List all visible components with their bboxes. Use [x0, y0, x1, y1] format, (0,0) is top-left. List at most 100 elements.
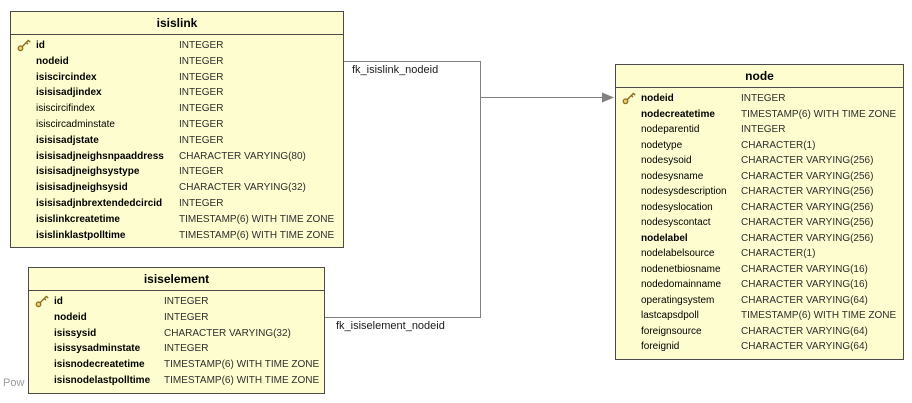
column-name: isissysadminstate [54, 343, 141, 355]
column-name: isisnodecreatetime [54, 359, 145, 371]
key-slot [622, 154, 637, 167]
column-name: nodelabel [641, 232, 688, 244]
key-slot [17, 86, 32, 99]
column-type: TIMESTAMP(6) WITH TIME ZONE [741, 310, 897, 321]
table-row: isisisadjstate INTEGER [11, 133, 343, 149]
column-type: CHARACTER VARYING(64) [741, 325, 868, 337]
key-slot [622, 309, 637, 322]
column-name: isislinklastpolltime [36, 229, 126, 241]
key-slot [17, 71, 32, 84]
column-name: nodeid [641, 93, 674, 104]
column-name: nodeid [36, 55, 69, 67]
table-row: nodelabelsource CHARACTER(1) [616, 246, 903, 262]
table-columns: nodeid INTEGER nodecreatetime TIMESTAMP(… [616, 88, 903, 359]
column-name: isisisadjneighsysid [36, 182, 128, 194]
key-slot [622, 232, 637, 245]
table-row: isisnodecreatetime TIMESTAMP(6) WITH TIM… [29, 357, 324, 373]
table-row: isisisadjneighsnpaaddress CHARACTER VARY… [11, 149, 343, 165]
table-row: nodesysoid CHARACTER VARYING(256) [616, 153, 903, 169]
table-row: isislinkcreatetime TIMESTAMP(6) WITH TIM… [11, 212, 343, 228]
table-row: nodeid INTEGER [29, 310, 324, 326]
key-slot [17, 134, 32, 147]
table-row: nodeparentid INTEGER [616, 122, 903, 138]
fk-isislink-nodeid-line [344, 61, 481, 98]
table-row: id INTEGER [11, 38, 343, 54]
column-name: nodesysdescription [641, 186, 727, 197]
table-node[interactable]: node nodeid INTEGER nodecreatetime TIMES… [615, 64, 904, 360]
fk-isiselement-nodeid-line [325, 97, 481, 318]
column-type: INTEGER [179, 71, 224, 83]
column-type: TIMESTAMP(6) WITH TIME ZONE [164, 374, 320, 386]
column-name: operatingsystem [641, 294, 715, 306]
arrowhead-icon [602, 92, 614, 103]
column-type: CHARACTER VARYING(256) [741, 201, 874, 213]
table-row: nodelabel CHARACTER VARYING(256) [616, 231, 903, 247]
column-name: isislinkcreatetime [36, 213, 120, 225]
column-name: isissysid [54, 327, 97, 339]
key-slot [35, 327, 50, 340]
table-isislink[interactable]: isislink id INTEGER nodeid INTEGER isisc… [10, 11, 344, 249]
column-name: foreignsource [641, 325, 702, 337]
table-columns: id INTEGER nodeid INTEGER isiscircindex … [11, 35, 343, 247]
key-slot [17, 102, 32, 115]
column-type: CHARACTER VARYING(80) [179, 150, 306, 162]
table-row: nodeid INTEGER [11, 54, 343, 70]
key-slot [35, 374, 50, 387]
table-row: isiscircadminstate INTEGER [11, 117, 343, 133]
column-type: INTEGER [179, 103, 224, 115]
key-slot [622, 263, 637, 276]
column-type: CHARACTER VARYING(256) [741, 217, 874, 228]
column-name: nodesyscontact [641, 217, 711, 228]
column-name: foreignid [641, 341, 680, 352]
key-slot [17, 165, 32, 178]
key-slot [622, 216, 637, 229]
table-row: isisisadjneighsysid CHARACTER VARYING(32… [11, 180, 343, 196]
table-row: nodenetbiosname CHARACTER VARYING(16) [616, 262, 903, 278]
column-name: lastcapsdpoll [641, 310, 699, 321]
column-type: INTEGER [164, 343, 209, 355]
column-type: CHARACTER VARYING(256) [741, 186, 874, 197]
column-type: INTEGER [741, 124, 786, 135]
table-isiselement[interactable]: isiselement id INTEGER nodeid INTEGER is… [28, 267, 325, 394]
column-type: TIMESTAMP(6) WITH TIME ZONE [179, 213, 335, 225]
table-row: foreignsource CHARACTER VARYING(64) [616, 324, 903, 340]
table-row: operatingsystem CHARACTER VARYING(64) [616, 293, 903, 309]
column-name: isiscircadminstate [36, 118, 115, 130]
column-name: nodeid [54, 311, 87, 323]
table-row: lastcapsdpoll TIMESTAMP(6) WITH TIME ZON… [616, 308, 903, 324]
table-row: isisisadjneighsystype INTEGER [11, 164, 343, 180]
column-type: CHARACTER VARYING(256) [741, 232, 874, 244]
table-row: nodedomainname CHARACTER VARYING(16) [616, 277, 903, 293]
column-name: isisisadjneighsystype [36, 166, 140, 178]
column-name: nodesysoid [641, 155, 692, 166]
table-row: isiscircifindex INTEGER [11, 101, 343, 117]
column-type: INTEGER [179, 197, 224, 209]
column-type: INTEGER [179, 40, 224, 51]
column-type: INTEGER [179, 166, 224, 178]
key-slot [17, 39, 32, 52]
key-slot [17, 213, 32, 226]
column-name: nodesysname [641, 170, 704, 182]
column-type: INTEGER [164, 296, 209, 307]
key-slot [622, 294, 637, 307]
key-slot [622, 201, 637, 214]
column-name: nodenetbiosname [641, 263, 721, 275]
table-row: nodetype CHARACTER(1) [616, 138, 903, 154]
column-name: nodeparentid [641, 124, 700, 135]
key-slot [35, 358, 50, 371]
column-type: CHARACTER VARYING(16) [741, 263, 868, 275]
key-slot [17, 181, 32, 194]
key-slot [35, 311, 50, 324]
key-slot [622, 92, 637, 105]
column-name: nodelabelsource [641, 248, 715, 259]
column-type: CHARACTER VARYING(64) [741, 294, 868, 306]
table-row: isislinklastpolltime TIMESTAMP(6) WITH T… [11, 228, 343, 244]
table-title: isislink [11, 12, 343, 35]
column-name: id [54, 296, 63, 307]
column-type: CHARACTER VARYING(256) [741, 170, 874, 182]
column-type: CHARACTER VARYING(256) [741, 155, 874, 166]
column-type: CHARACTER VARYING(32) [179, 182, 306, 194]
column-name: nodesyslocation [641, 201, 713, 213]
column-type: INTEGER [164, 311, 209, 323]
